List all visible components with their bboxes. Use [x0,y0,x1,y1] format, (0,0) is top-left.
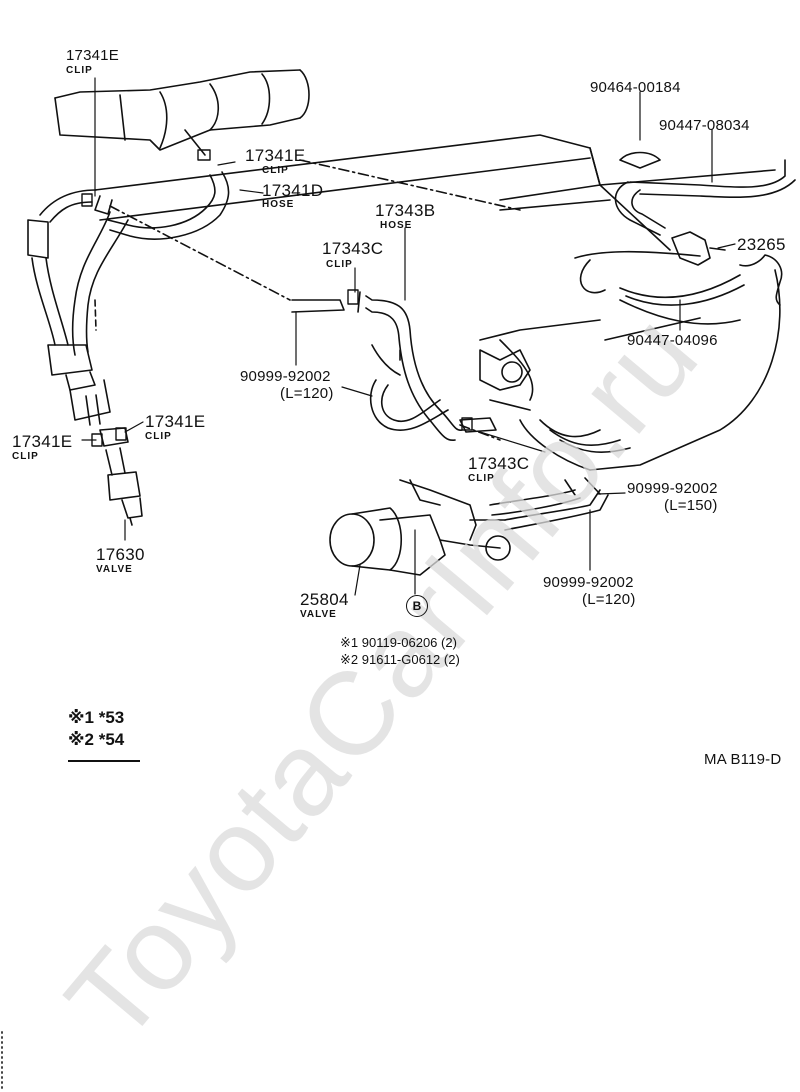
label-17341e-right: 17341E [145,412,206,431]
label-17343b: 17343B [375,201,436,220]
label-23265: 23265 [737,235,786,254]
label-17630: 17630 [96,545,145,564]
upper-right-hose [614,151,796,306]
label-clip-left: CLIP [12,451,39,462]
label-17341e-mid: 17341E [245,146,306,165]
label-l150: (L=150) [664,497,718,514]
center-hose [291,291,463,442]
label-90999-92002-b: 90999-92002 [627,480,718,497]
label-90447-04096: 90447-04096 [627,332,718,349]
note-2: ※2 91611-G0612 (2) [340,652,460,667]
label-17343c-top: 17343C [322,239,384,258]
label-17341e-left: 17341E [12,432,73,451]
label-clip-c-top: CLIP [326,259,353,270]
air-intake-duct [54,69,310,156]
label-hose-b: HOSE [380,220,413,231]
label-90447-08034: 90447-08034 [659,117,750,134]
label-l120-a: (L=120) [280,385,334,402]
valve-17630-body [99,427,143,526]
engine-block [94,134,781,471]
legend-underline [68,760,140,762]
label-17343c-bottom: 17343C [468,454,530,473]
left-hose-assembly [27,171,230,426]
diagram-code: MA B119-D [704,751,782,768]
label-hose-d: HOSE [262,199,295,210]
vsv-valve-assembly [329,477,609,576]
edge-dots [0,1030,4,1090]
label-l120-b: (L=120) [582,591,636,608]
label-clip-top: CLIP [66,65,93,76]
mounting-bracket [459,349,531,433]
legend-2: ※2 *54 [68,730,125,749]
label-clip-right: CLIP [145,431,172,442]
label-90999-92002-c: 90999-92002 [543,574,634,591]
label-90464-00184: 90464-00184 [590,79,681,96]
label-valve-25804: VALVE [300,609,337,620]
label-clip-mid: CLIP [262,165,289,176]
label-17341d: 17341D [262,181,324,200]
label-valve-17630: VALVE [96,564,133,575]
reference-b-circle: B [406,595,428,617]
leader-lines [81,77,736,596]
label-90999-92002-a: 90999-92002 [240,368,331,385]
label-25804: 25804 [300,590,349,609]
label-17341e-top: 17341E [66,47,119,64]
label-clip-c-bottom: CLIP [468,473,495,484]
note-1: ※1 90119-06206 (2) [340,635,457,650]
legend-1: ※1 *53 [68,708,125,727]
clips [81,149,473,447]
